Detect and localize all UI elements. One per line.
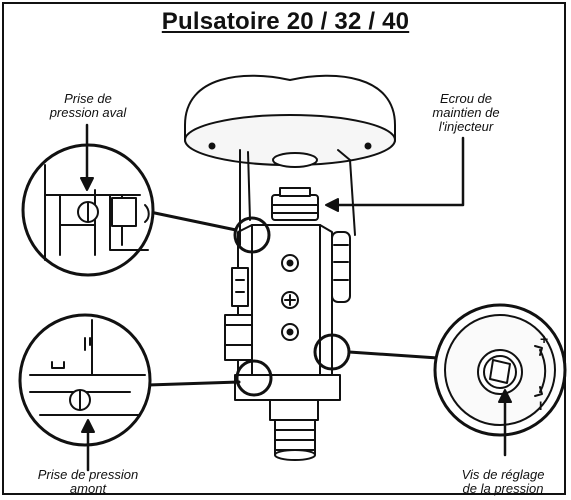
outlet-fitting bbox=[234, 374, 341, 461]
downstream-port-marker bbox=[233, 216, 271, 254]
upstream-leader-line bbox=[146, 380, 241, 387]
regulator-body bbox=[224, 224, 351, 396]
plus-symbol: + bbox=[540, 331, 548, 347]
diagram-title: Pulsatoire 20 / 32 / 40 bbox=[161, 8, 410, 35]
upstream-tap-label: Prise de pression amont bbox=[37, 467, 139, 496]
upstream-port-marker bbox=[235, 359, 273, 397]
upstream-magnifier bbox=[18, 313, 152, 447]
injector-nut-label: Ecrou de maintien de l'injecteur bbox=[432, 91, 500, 134]
nut-arrow-line bbox=[328, 136, 465, 207]
upstream-arrow-head bbox=[81, 419, 95, 433]
nut-arrow-head bbox=[325, 198, 339, 212]
adjust-leader-line bbox=[347, 350, 440, 360]
support-rods bbox=[239, 149, 356, 246]
downstream-leader-line bbox=[148, 210, 238, 232]
injector-nut bbox=[271, 187, 319, 221]
adjust-arrow-head bbox=[498, 389, 512, 403]
dome-housing bbox=[184, 74, 396, 168]
minus-symbol: I bbox=[539, 399, 542, 413]
adjust-magnifier bbox=[433, 303, 567, 437]
pressure-screw-label: Vis de réglage de la pression bbox=[461, 467, 545, 496]
downstream-arrow-head bbox=[80, 177, 94, 191]
downstream-tap-label: Prise de pression aval bbox=[49, 91, 127, 120]
